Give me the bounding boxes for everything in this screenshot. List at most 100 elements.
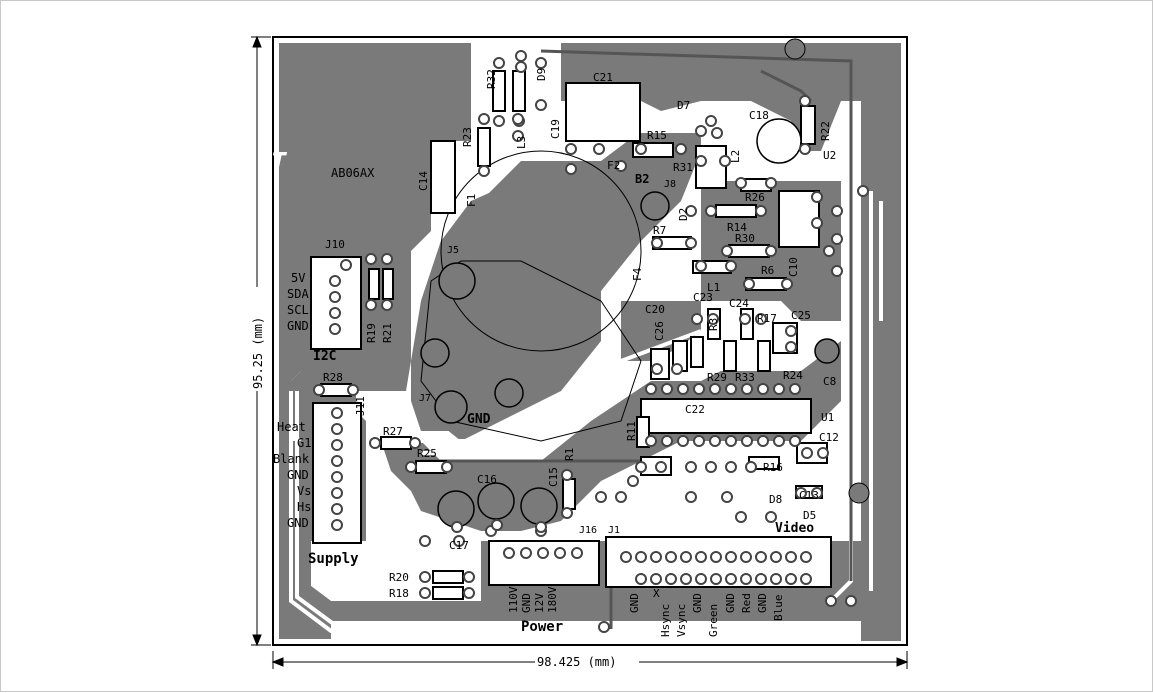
j10-pin-4: GND — [287, 319, 309, 333]
pad — [725, 260, 737, 272]
pad — [535, 521, 547, 533]
pad — [331, 471, 343, 483]
j1-pin-1: GND — [628, 593, 641, 613]
pad — [685, 461, 697, 473]
j8-ref: J8 — [664, 179, 676, 190]
pad — [512, 113, 524, 125]
pad — [554, 547, 566, 559]
pad — [811, 487, 823, 499]
i2c-label: I2C — [313, 349, 336, 364]
pad — [789, 383, 801, 395]
j1-pin-6: Green — [707, 604, 720, 637]
pad — [535, 57, 547, 69]
pad — [710, 551, 722, 563]
video-label: Video — [775, 521, 814, 536]
ref-d8: D8 — [769, 493, 782, 506]
pad — [478, 165, 490, 177]
pad — [671, 363, 683, 375]
j10-ref: J10 — [325, 238, 345, 251]
pad — [661, 435, 673, 447]
pad — [725, 551, 737, 563]
pad — [695, 125, 707, 137]
pad — [755, 551, 767, 563]
j16-pin-3: 12V — [533, 593, 546, 613]
ref-c21: C21 — [593, 71, 613, 84]
j1-pin-4: Vsync — [675, 604, 688, 637]
pad — [781, 278, 793, 290]
pad — [520, 547, 532, 559]
ref-c22: C22 — [685, 403, 705, 416]
pad — [593, 143, 605, 155]
pad — [680, 551, 692, 563]
ref-d9: D9 — [535, 68, 548, 81]
ref-r11: R11 — [625, 421, 638, 441]
pad — [650, 573, 662, 585]
pad — [735, 511, 747, 523]
pad — [651, 237, 663, 249]
pad — [571, 547, 583, 559]
pad — [503, 547, 515, 559]
pad — [693, 383, 705, 395]
ref-c14: C14 — [417, 171, 430, 191]
pad — [515, 61, 527, 73]
pad — [740, 551, 752, 563]
pad — [831, 205, 843, 217]
ref-r3: R3 — [707, 318, 720, 331]
pad — [463, 571, 475, 583]
ref-r19: R19 — [365, 323, 378, 343]
ref-r18: R18 — [389, 587, 409, 600]
pad — [773, 383, 785, 395]
ref-r22: R22 — [819, 121, 832, 141]
pad — [801, 447, 813, 459]
ref-f2: F2 — [607, 159, 620, 172]
ref-r6: R6 — [761, 264, 774, 277]
ref-r14: R14 — [727, 221, 747, 234]
ref-r29: R29 — [707, 371, 727, 384]
j16-pin-2: GND — [520, 593, 533, 613]
ref-f4: F4 — [631, 267, 644, 281]
ref-r26: R26 — [745, 191, 765, 204]
pad — [665, 551, 677, 563]
j5-ref: J5 — [447, 245, 459, 256]
ref-u1: U1 — [821, 411, 834, 424]
pad — [817, 447, 829, 459]
pad — [463, 587, 475, 599]
pad — [765, 245, 777, 257]
pad — [721, 245, 733, 257]
j11-pin-7: GND — [287, 516, 309, 530]
j1-pin-10: Blue — [772, 595, 785, 622]
ref-r7: R7 — [653, 224, 666, 237]
j10-pin-2: SDA — [287, 287, 309, 301]
pad — [831, 233, 843, 245]
pad — [785, 325, 797, 337]
ref-r1: R1 — [563, 448, 576, 461]
pad — [695, 155, 707, 167]
pad — [693, 435, 705, 447]
pad — [441, 461, 453, 473]
pad — [313, 384, 325, 396]
pad — [685, 491, 697, 503]
pad — [645, 435, 657, 447]
ref-l1: L1 — [707, 281, 720, 294]
width-dimension-label: 98.425 (mm) — [537, 655, 616, 669]
pad — [665, 573, 677, 585]
pad — [789, 435, 801, 447]
pad — [512, 130, 524, 142]
pad — [770, 551, 782, 563]
j10-pin-1: 5V — [291, 271, 305, 285]
pad — [725, 435, 737, 447]
j11-pin-2: G1 — [297, 436, 311, 450]
width-label-bg — [535, 655, 639, 669]
j16-pin-1: 110V — [507, 586, 520, 613]
pad — [331, 423, 343, 435]
ref-r31: R31 — [673, 161, 693, 174]
pad — [799, 95, 811, 107]
pad — [329, 291, 341, 303]
pad — [650, 551, 662, 563]
pad — [329, 323, 341, 335]
pad — [565, 163, 577, 175]
pad — [765, 177, 777, 189]
pad — [677, 435, 689, 447]
pad — [745, 461, 757, 473]
